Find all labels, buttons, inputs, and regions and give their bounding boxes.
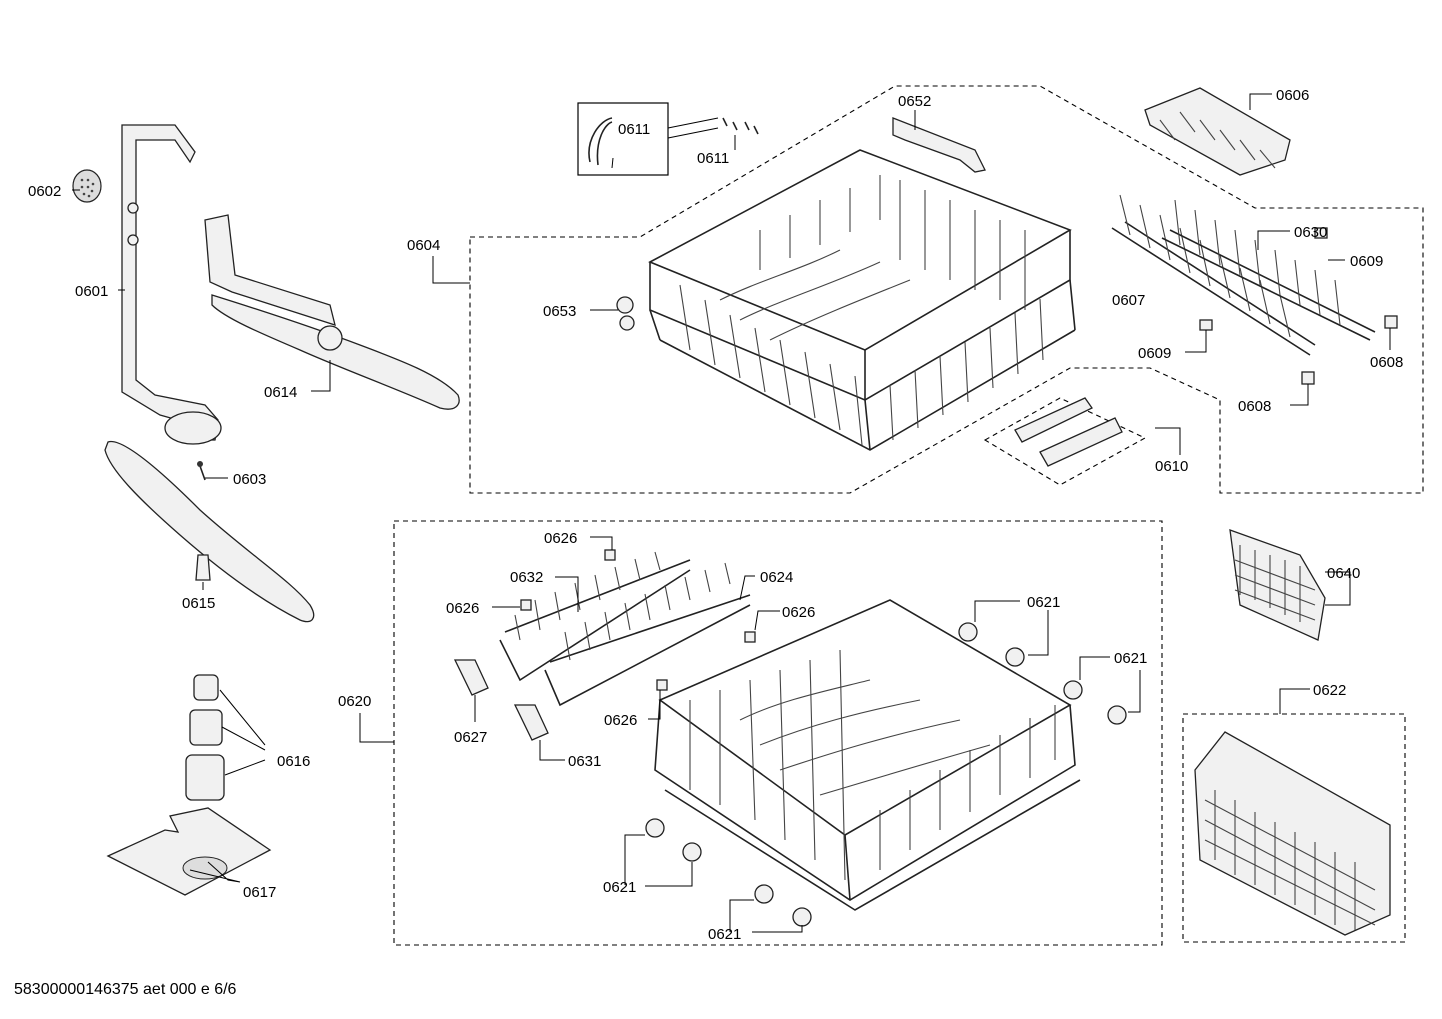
fine-filter-part	[189, 709, 223, 746]
callout-0611: 0611	[697, 150, 729, 167]
callout-0631: 0631	[568, 753, 601, 770]
callout-0632: 0632	[510, 569, 543, 586]
spray-arm-mount-part	[204, 214, 336, 326]
callout-0653: 0653	[543, 303, 576, 320]
micro-filter-part	[185, 754, 225, 801]
callout-0621: 0621	[1027, 594, 1060, 611]
callout-0608: 0608	[1370, 354, 1403, 371]
callout-0611: 0611	[618, 121, 650, 138]
flat-filter-part	[106, 807, 272, 896]
upper-spray-arm-part	[211, 294, 460, 410]
group-outline-upper-basket	[469, 85, 1424, 494]
callout-0609: 0609	[1138, 345, 1171, 362]
fine-filter-top-part	[193, 674, 219, 701]
callout-0621: 0621	[708, 926, 741, 943]
callout-0630: 0630	[1294, 224, 1327, 241]
callout-0617: 0617	[243, 884, 276, 901]
leader-lines	[72, 93, 1391, 933]
wheel-0621-part	[645, 622, 1127, 927]
cutlery-basket-part	[1194, 731, 1391, 936]
left-tine-rack-part	[1111, 221, 1316, 356]
clip-detail-box	[577, 102, 669, 176]
callout-0607: 0607	[1112, 292, 1145, 309]
clip-0608-part	[1384, 315, 1398, 329]
bracket-part	[892, 117, 986, 173]
group-outline-lower-basket	[393, 520, 1163, 946]
callout-0640: 0640	[1327, 565, 1360, 582]
callout-0606: 0606	[1276, 87, 1309, 104]
clip-detail-part	[588, 117, 613, 166]
callout-0621: 0621	[603, 879, 636, 896]
callout-0614: 0614	[264, 384, 297, 401]
cap-part	[72, 169, 102, 203]
lower-spray-arm-part	[104, 440, 315, 623]
document-id: 58300000146375 aet 000 e 6/6	[14, 981, 237, 998]
callout-0626: 0626	[446, 600, 479, 617]
group-outline-cutlery-basket	[1182, 713, 1406, 943]
callout-0621: 0621	[1114, 650, 1147, 667]
tine-rack-0632-part	[499, 559, 691, 682]
callout-0652: 0652	[898, 93, 931, 110]
callout-0601: 0601	[75, 283, 108, 300]
callout-0616: 0616	[277, 753, 310, 770]
holder-0627-part	[453, 659, 489, 696]
pipe-base-part	[164, 411, 222, 445]
clip-0609-part	[1314, 227, 1328, 239]
callout-0626: 0626	[782, 604, 815, 621]
upper-basket-part	[648, 149, 1076, 451]
callout-0620: 0620	[338, 693, 371, 710]
callout-0626: 0626	[544, 530, 577, 547]
callout-0622: 0622	[1313, 682, 1346, 699]
lower-basket-part	[654, 599, 1081, 911]
callout-0604: 0604	[407, 237, 440, 254]
handle-part	[1014, 397, 1093, 443]
callout-0603: 0603	[233, 471, 266, 488]
tine-rack-0624-part	[544, 594, 751, 707]
upper-wheel-part	[616, 296, 634, 314]
cutlery-insert-part	[1229, 529, 1326, 641]
callout-0627: 0627	[454, 729, 487, 746]
callout-0626: 0626	[604, 712, 637, 729]
supply-pipe-part	[121, 124, 219, 441]
cup-rack-part	[1144, 87, 1291, 176]
callout-0608: 0608	[1238, 398, 1271, 415]
callout-0602: 0602	[28, 183, 61, 200]
callout-0610: 0610	[1155, 458, 1188, 475]
clips-part	[722, 117, 759, 135]
callout-0624: 0624	[760, 569, 793, 586]
screw-part	[199, 465, 206, 481]
callout-0609: 0609	[1350, 253, 1383, 270]
right-tine-rack-part	[1161, 229, 1376, 341]
callout-labels: 0601 0602 0603 0604 0606 0607 0608 0608 …	[28, 87, 1403, 943]
group-outline-handle	[983, 397, 1147, 486]
clip-0626-part	[604, 549, 616, 561]
callout-0615: 0615	[182, 595, 215, 612]
holder-0631-part	[513, 704, 549, 741]
